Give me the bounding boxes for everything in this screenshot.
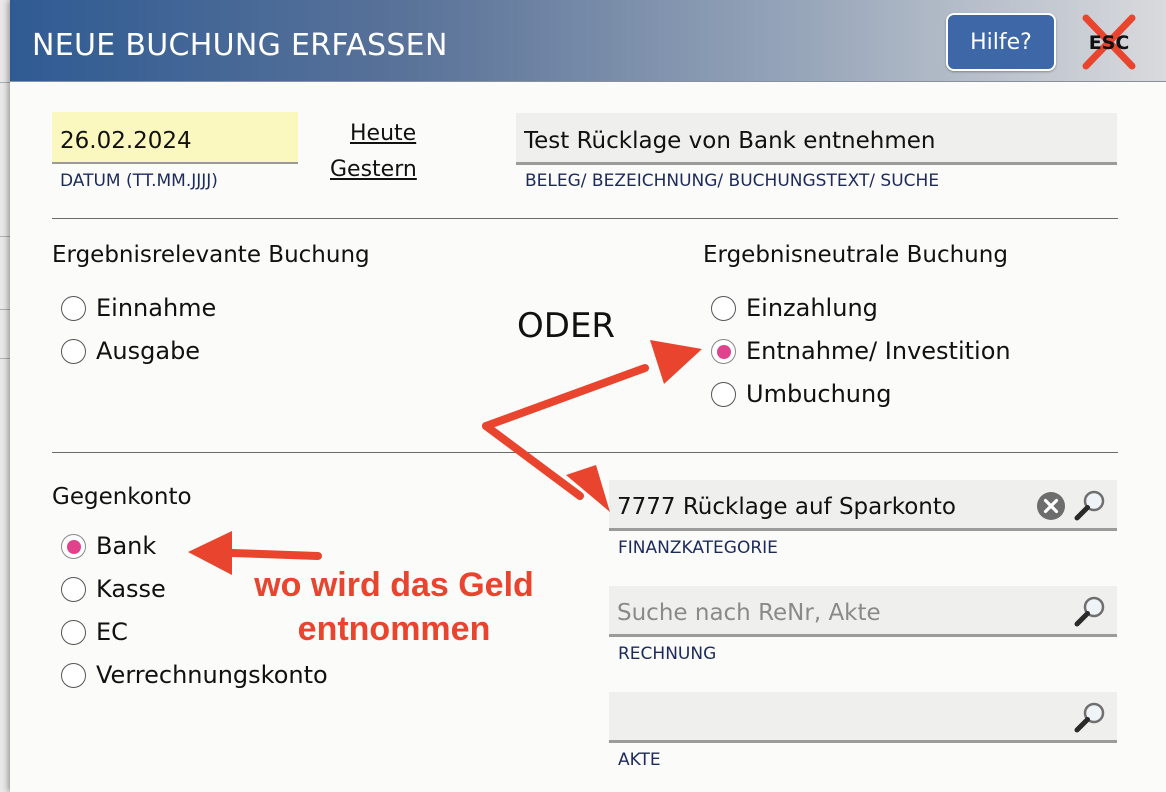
result-relevant-title: Ergebnisrelevante Buchung [52, 242, 370, 268]
esc-close-button[interactable]: ESC [1080, 14, 1138, 70]
radio-label: Umbuchung [746, 380, 892, 408]
search-icon[interactable] [1073, 489, 1107, 527]
help-button[interactable]: Hilfe? [946, 13, 1056, 71]
description-field[interactable] [516, 113, 1117, 165]
radio-label: Einnahme [96, 294, 217, 322]
annotation-line: entnommen [297, 610, 491, 648]
radio-bank[interactable]: Bank [61, 532, 156, 560]
radio-label: Verrechnungskonto [96, 661, 328, 689]
radio-kasse[interactable]: Kasse [61, 575, 166, 603]
radio-button[interactable] [711, 381, 736, 407]
radio-label: EC [96, 618, 128, 646]
clear-icon[interactable] [1036, 491, 1066, 525]
search-icon[interactable] [1073, 595, 1107, 633]
esc-label: ESC [1089, 32, 1130, 54]
invoice-search-input[interactable] [609, 586, 1069, 634]
file-caption: AKTE [618, 750, 661, 770]
radio-label: Bank [96, 532, 157, 560]
file-field[interactable] [609, 692, 1117, 743]
annotation-arrow-line [482, 422, 584, 500]
yesterday-link[interactable]: Gestern [330, 157, 417, 182]
radio-button[interactable] [61, 338, 86, 364]
radio-button-selected[interactable] [61, 533, 86, 559]
radio-button[interactable] [61, 662, 86, 688]
esc-close-icon: ESC [1082, 14, 1136, 70]
file-input[interactable] [609, 692, 1069, 740]
finance-category-input[interactable] [609, 480, 1029, 528]
radio-einnahme[interactable]: Einnahme [61, 294, 216, 322]
date-input[interactable] [52, 112, 298, 162]
counter-account-title: Gegenkonto [52, 484, 192, 510]
description-input[interactable] [516, 113, 1117, 162]
background-divider [0, 236, 12, 237]
finance-category-field[interactable] [609, 480, 1117, 531]
invoice-caption: RECHNUNG [618, 644, 717, 664]
date-caption: DATUM (TT.MM.JJJJ) [60, 171, 218, 191]
invoice-field[interactable] [609, 586, 1117, 637]
radio-button-selected[interactable] [711, 338, 736, 364]
dialog-title: NEUE BUCHUNG ERFASSEN [32, 28, 448, 63]
radio-umbuchung[interactable]: Umbuchung [711, 380, 891, 408]
radio-entnahme-investition[interactable]: Entnahme/ Investition [711, 337, 1011, 365]
search-icon[interactable] [1073, 701, 1107, 739]
radio-label: Kasse [96, 575, 166, 603]
result-neutral-title: Ergebnisneutrale Buchung [703, 242, 1008, 268]
divider [52, 218, 1118, 219]
annotation-arrowhead [566, 465, 610, 512]
radio-button[interactable] [61, 619, 86, 645]
annotation-arrowhead [188, 531, 232, 575]
radio-label: Entnahme/ Investition [746, 337, 1011, 365]
date-field[interactable] [52, 112, 298, 164]
today-link[interactable]: Heute [350, 121, 417, 146]
radio-label: Ausgabe [96, 337, 201, 365]
annotation-arrow-line [228, 549, 322, 560]
radio-label: Einzahlung [746, 294, 878, 322]
radio-button[interactable] [61, 576, 86, 602]
annotation-line: wo wird das Geld [254, 566, 534, 604]
radio-verrechnungskonto[interactable]: Verrechnungskonto [61, 661, 328, 689]
description-caption: BELEG/ BEZEICHNUNG/ BUCHUNGSTEXT/ SUCHE [525, 171, 940, 191]
annotation-arrowhead [650, 340, 702, 384]
new-booking-dialog: NEUE BUCHUNG ERFASSEN Hilfe? ESC DATUM (… [10, 0, 1166, 792]
radio-einzahlung[interactable]: Einzahlung [711, 294, 878, 322]
finance-category-caption: FINANZKATEGORIE [618, 538, 778, 558]
background-divider [0, 309, 12, 310]
annotation-arrow-line [482, 364, 649, 430]
radio-button[interactable] [711, 295, 736, 321]
radio-ec[interactable]: EC [61, 618, 128, 646]
oder-label: ODER [517, 306, 616, 346]
divider [52, 452, 1118, 453]
radio-ausgabe[interactable]: Ausgabe [61, 337, 200, 365]
radio-button[interactable] [61, 295, 86, 321]
dialog-titlebar: NEUE BUCHUNG ERFASSEN Hilfe? ESC [10, 0, 1166, 82]
annotation-text: wo wird das Geld entnommen [244, 563, 544, 651]
background-divider [0, 358, 12, 359]
background-divider [0, 82, 12, 83]
